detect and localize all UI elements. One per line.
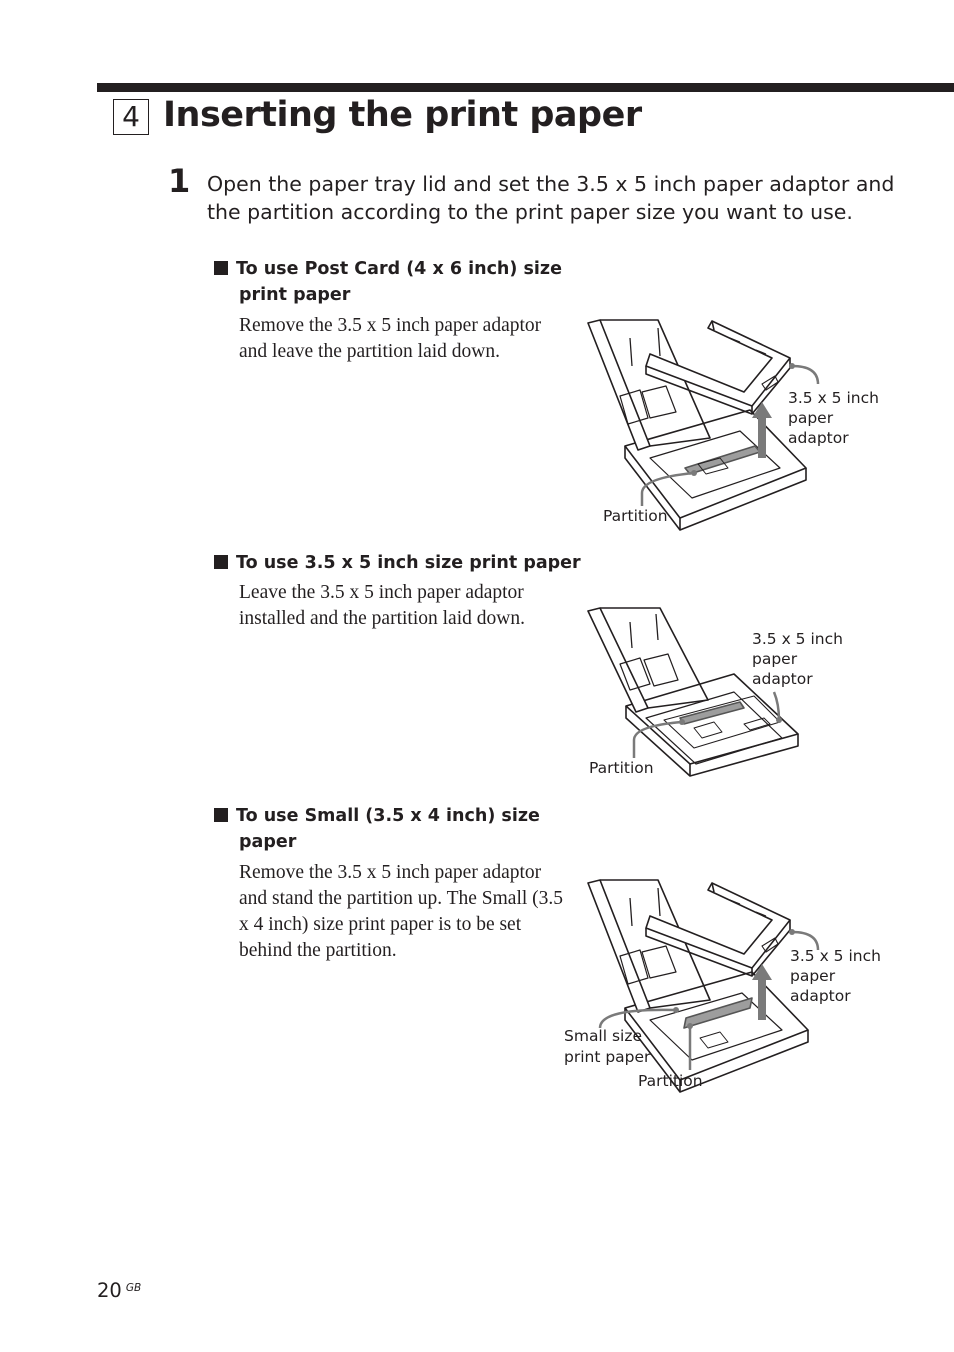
case-1-heading: To use Post Card (4 x 6 inch) size print… (214, 256, 574, 308)
case-1-body: Remove the 3.5 x 5 inch paper adaptor an… (239, 315, 542, 362)
case-2-heading: To use 3.5 x 5 inch size print paper (214, 550, 594, 576)
case-2-body: Leave the 3.5 x 5 inch paper adaptor ins… (239, 582, 525, 629)
case-3-body: Remove the 3.5 x 5 inch paper adaptor an… (239, 862, 564, 961)
figure-postcard-tray (587, 319, 820, 531)
case-3-partition-label: Partition (638, 1072, 703, 1090)
case-2-adaptor-label: 3.5 x 5 inch paper adaptor (752, 630, 843, 688)
step-text: Open the paper tray lid and set the 3.5 … (207, 172, 895, 224)
bullet-square-icon (214, 808, 228, 822)
bullet-square-icon (214, 555, 228, 569)
figure-3x5-tray (587, 607, 799, 777)
section-number-box: 4 (113, 99, 149, 135)
case-3-adaptor-label: 3.5 x 5 inch paper adaptor (790, 947, 881, 1005)
case-2-partition-label: Partition (589, 759, 654, 777)
step-number: 1 (168, 162, 191, 200)
case-1-adaptor-label: 3.5 x 5 inch paper adaptor (788, 389, 879, 447)
case-1-partition-label: Partition (603, 507, 668, 525)
region-code: GB (125, 1282, 142, 1294)
section-title: Inserting the print paper (163, 95, 642, 135)
bullet-square-icon (214, 261, 228, 275)
section-rule (97, 83, 954, 92)
figure-small-size-tray (587, 879, 820, 1093)
case-3-heading: To use Small (3.5 x 4 inch) size paper (214, 803, 574, 855)
case-3-small-paper-label: Small size print paper (564, 1027, 651, 1066)
